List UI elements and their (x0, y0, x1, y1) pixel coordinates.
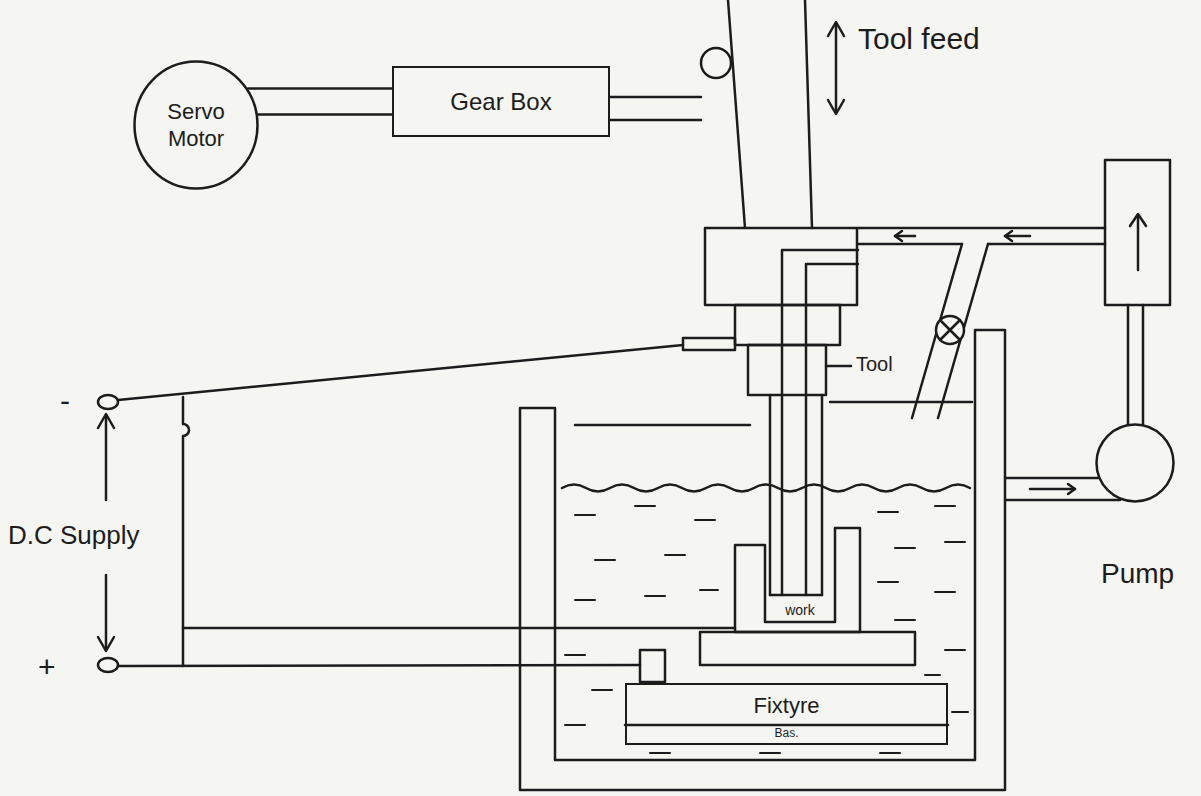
tool-holder-collar (735, 305, 840, 345)
clamp-plate (700, 632, 915, 665)
servo-motor: Servo Motor (133, 60, 259, 190)
terminal (98, 658, 118, 672)
tool-terminal (683, 338, 735, 350)
supply-pipe (858, 227, 1105, 230)
electrolyte-dashes (565, 506, 968, 753)
tool-feed-label: Tool feed (858, 22, 980, 56)
suction-pipe (1005, 477, 1098, 480)
node-text: Pump (1101, 558, 1181, 590)
supply-pipe (988, 243, 1105, 246)
positive-wire (118, 665, 640, 666)
tool-shank (748, 345, 826, 395)
clamp-tab (640, 650, 665, 682)
tool-face (770, 594, 822, 597)
node-subtext: Bas. (627, 726, 946, 740)
electrolyte-channel (806, 264, 858, 595)
pump-riser (1127, 305, 1130, 425)
node-text: Fixtyre (627, 693, 946, 719)
gear-box: Gear Box (392, 66, 610, 137)
supply-wire (183, 397, 189, 666)
feed-arrow (828, 22, 844, 114)
servo-motor-outline (133, 60, 259, 190)
terminal (98, 395, 118, 409)
supply-label: D.C Supply (8, 520, 140, 551)
flow-arrow (1130, 214, 1146, 270)
drive-shaft (248, 89, 392, 115)
pump-outline (1095, 423, 1175, 503)
shaft-line (610, 119, 701, 122)
pump-riser (1142, 305, 1145, 424)
feed-rod (805, 0, 812, 228)
tank-cover (830, 401, 972, 404)
filter (1105, 160, 1170, 305)
part-label: Tool (856, 353, 893, 376)
polarity-sign: - (60, 384, 70, 418)
flow-arrow (1030, 484, 1075, 494)
suction-pipe (1005, 499, 1120, 502)
fixture-base-line (625, 724, 948, 727)
positive-wire (183, 627, 735, 630)
tank-cover (575, 424, 750, 427)
node-text: Gear Box (450, 88, 551, 116)
supply-pipe (858, 243, 962, 246)
flow-arrow (895, 231, 1030, 241)
polarity-sign: + (38, 650, 56, 684)
pump: Pump (1095, 423, 1175, 503)
feed-rod (728, 0, 745, 228)
workpiece: work (735, 528, 860, 632)
electrolyte-channel (782, 250, 858, 595)
node-text: work (765, 602, 835, 618)
electrolyte-surface (562, 485, 970, 492)
node-text: Servo Motor (148, 98, 244, 153)
pulley (701, 48, 731, 78)
tool-electrode (821, 395, 824, 595)
electrolyte-tank (520, 330, 1005, 790)
fixture: FixtyreBas. (625, 683, 948, 745)
shaft-line (610, 96, 701, 99)
negative-wire (118, 345, 683, 400)
tool-electrode (769, 395, 772, 595)
leader-line (826, 365, 851, 368)
valve-symbol (936, 316, 964, 344)
